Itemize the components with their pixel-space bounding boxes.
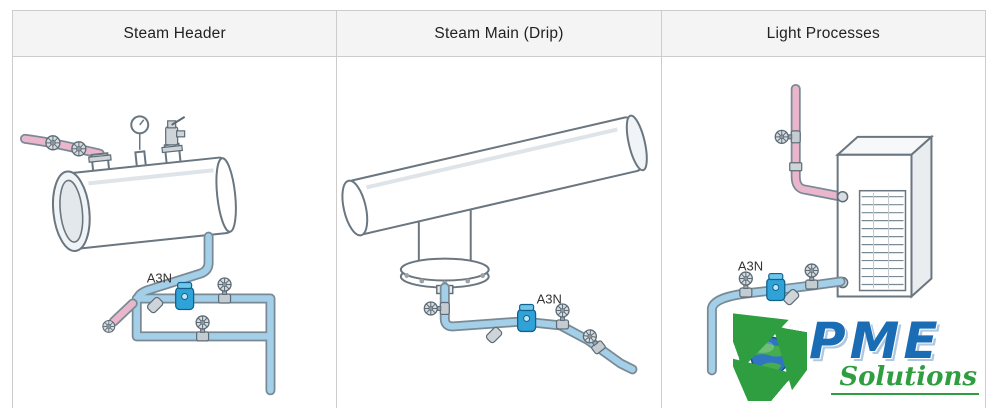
handwheel-valve-icon xyxy=(774,129,801,144)
steam-pipe-outline xyxy=(790,83,847,202)
handwheel-valve-icon xyxy=(738,271,753,298)
steam-header-cell: A3N xyxy=(13,57,337,409)
column-steam-header: Steam Header xyxy=(13,11,338,409)
light-processes-illustration: A3N xyxy=(706,83,934,376)
condensate-pipe xyxy=(133,233,274,394)
column-light-processes: Light Processes xyxy=(661,11,985,409)
column-steam-main-drip: Steam Main (Drip) xyxy=(337,11,662,409)
watermark-text: PME Solutions xyxy=(808,312,979,395)
pme-solutions-watermark: PME Solutions xyxy=(732,308,979,405)
handwheel-valve-icon xyxy=(45,135,61,151)
steam-trap-icon xyxy=(517,303,537,333)
handwheel-valve-icon xyxy=(555,303,570,330)
handwheel-valve-icon xyxy=(217,277,232,304)
steam-main-cell: A3N xyxy=(337,57,661,409)
steam-header-vessel xyxy=(51,142,237,252)
light-processes-cell: A3N xyxy=(661,57,985,409)
steam-header-illustration: A3N xyxy=(19,115,276,396)
column-header: Steam Header xyxy=(13,11,337,57)
steam-pipe xyxy=(21,135,104,158)
column-header: Light Processes xyxy=(661,11,985,57)
steam-trap-icon xyxy=(765,272,786,302)
handwheel-valve-icon xyxy=(423,301,451,316)
applications-table: Steam Header xyxy=(12,10,986,409)
unit-heater xyxy=(834,134,934,299)
handwheel-valve-icon xyxy=(804,263,819,290)
handwheel-valve-icon xyxy=(71,141,87,157)
trap-label: A3N xyxy=(147,271,172,286)
inlet-port xyxy=(836,190,849,203)
louver-grille xyxy=(858,189,906,292)
blowdown-pipe xyxy=(110,300,136,325)
condensate-pipe-outline xyxy=(131,231,276,396)
watermark-tagline: Solutions xyxy=(831,362,979,395)
safety-valve-icon xyxy=(165,116,186,146)
pipe-union xyxy=(788,162,802,172)
steam-main-pipe xyxy=(341,114,649,237)
pressure-gauge-icon xyxy=(130,115,150,150)
handwheel-valve-icon xyxy=(102,319,116,333)
bypass-valve-icon xyxy=(195,315,210,342)
trap-label: A3N xyxy=(737,259,762,274)
steam-trap-icon xyxy=(175,281,195,311)
steam-pipe xyxy=(792,85,845,200)
watermark-name: PME xyxy=(808,312,942,371)
condensate-pipe xyxy=(441,284,636,373)
pocket-flange xyxy=(400,257,491,289)
steam-main-illustration: A3N xyxy=(341,114,649,375)
recycle-globe-icon xyxy=(732,312,807,402)
column-header: Steam Main (Drip) xyxy=(337,11,661,57)
trap-label: A3N xyxy=(537,291,562,306)
